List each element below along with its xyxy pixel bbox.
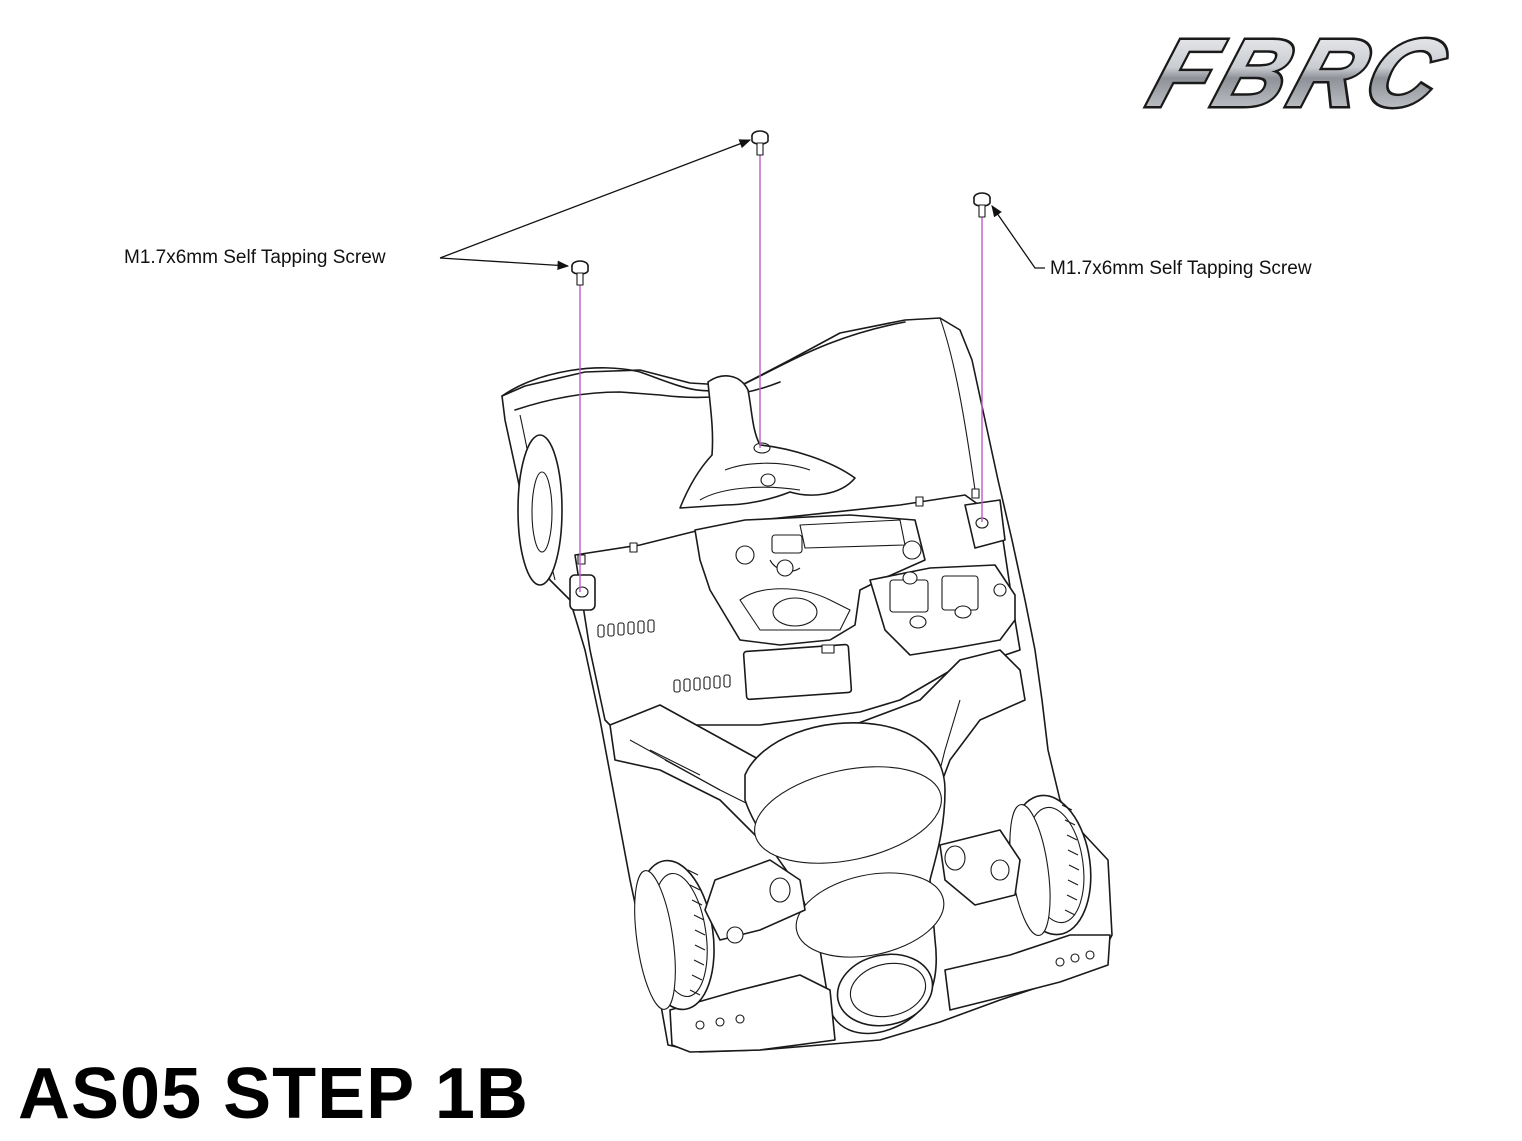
step-title: AS05 STEP 1B (18, 1054, 529, 1134)
vent-slots (597, 619, 731, 693)
screw-left (571, 260, 589, 286)
battery-slot (742, 643, 853, 701)
screw-right (973, 192, 991, 218)
front-bumper-right (944, 934, 1111, 1011)
rear-cover-swoop (501, 321, 906, 397)
front-left-wheel (634, 859, 715, 1011)
screw-callout-left: M1.7x6mm Self Tapping Screw (124, 247, 386, 268)
front-right-wheel (1008, 794, 1092, 936)
screw-guide-lines (579, 148, 983, 592)
left-rear-wheel (517, 434, 563, 586)
front-bumper (669, 974, 836, 1053)
callout-leaders (439, 139, 1045, 271)
center-body-mount (679, 375, 856, 509)
gear-housing (694, 514, 926, 646)
screw-callout-right: M1.7x6mm Self Tapping Screw (1050, 258, 1312, 279)
svg-text:FBRC: FBRC (1138, 19, 1463, 126)
screw-center (751, 130, 769, 156)
chassis-assembly (501, 317, 1113, 1053)
fbrc-logo: FBRC (1136, 17, 1466, 129)
